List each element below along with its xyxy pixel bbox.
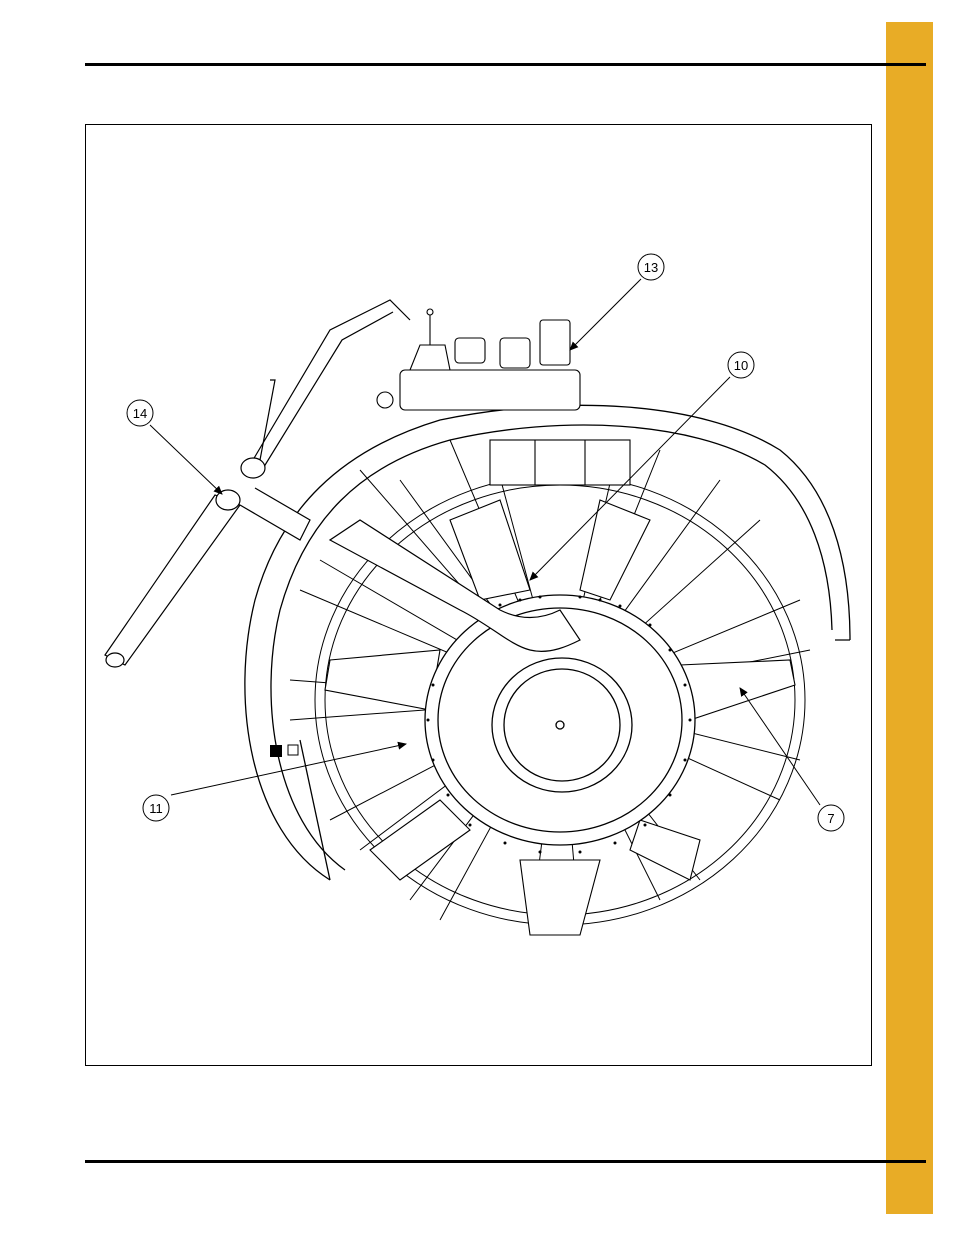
pilot-pipe	[105, 458, 310, 667]
supply-hose	[250, 300, 410, 470]
callout-label: 7	[827, 811, 834, 826]
callout-13: 13	[638, 254, 664, 280]
callout-14: 14	[127, 400, 153, 426]
callout-label: 14	[133, 406, 147, 421]
valve-train	[377, 309, 630, 485]
callout-11: 11	[143, 795, 169, 821]
callout-label: 13	[644, 260, 658, 275]
callout-label: 10	[734, 358, 748, 373]
callout-10: 10	[728, 352, 754, 378]
callout-label: 11	[149, 801, 163, 816]
callout-7: 7	[818, 805, 844, 831]
burner-arm	[330, 520, 580, 651]
igniter-block	[270, 745, 298, 757]
